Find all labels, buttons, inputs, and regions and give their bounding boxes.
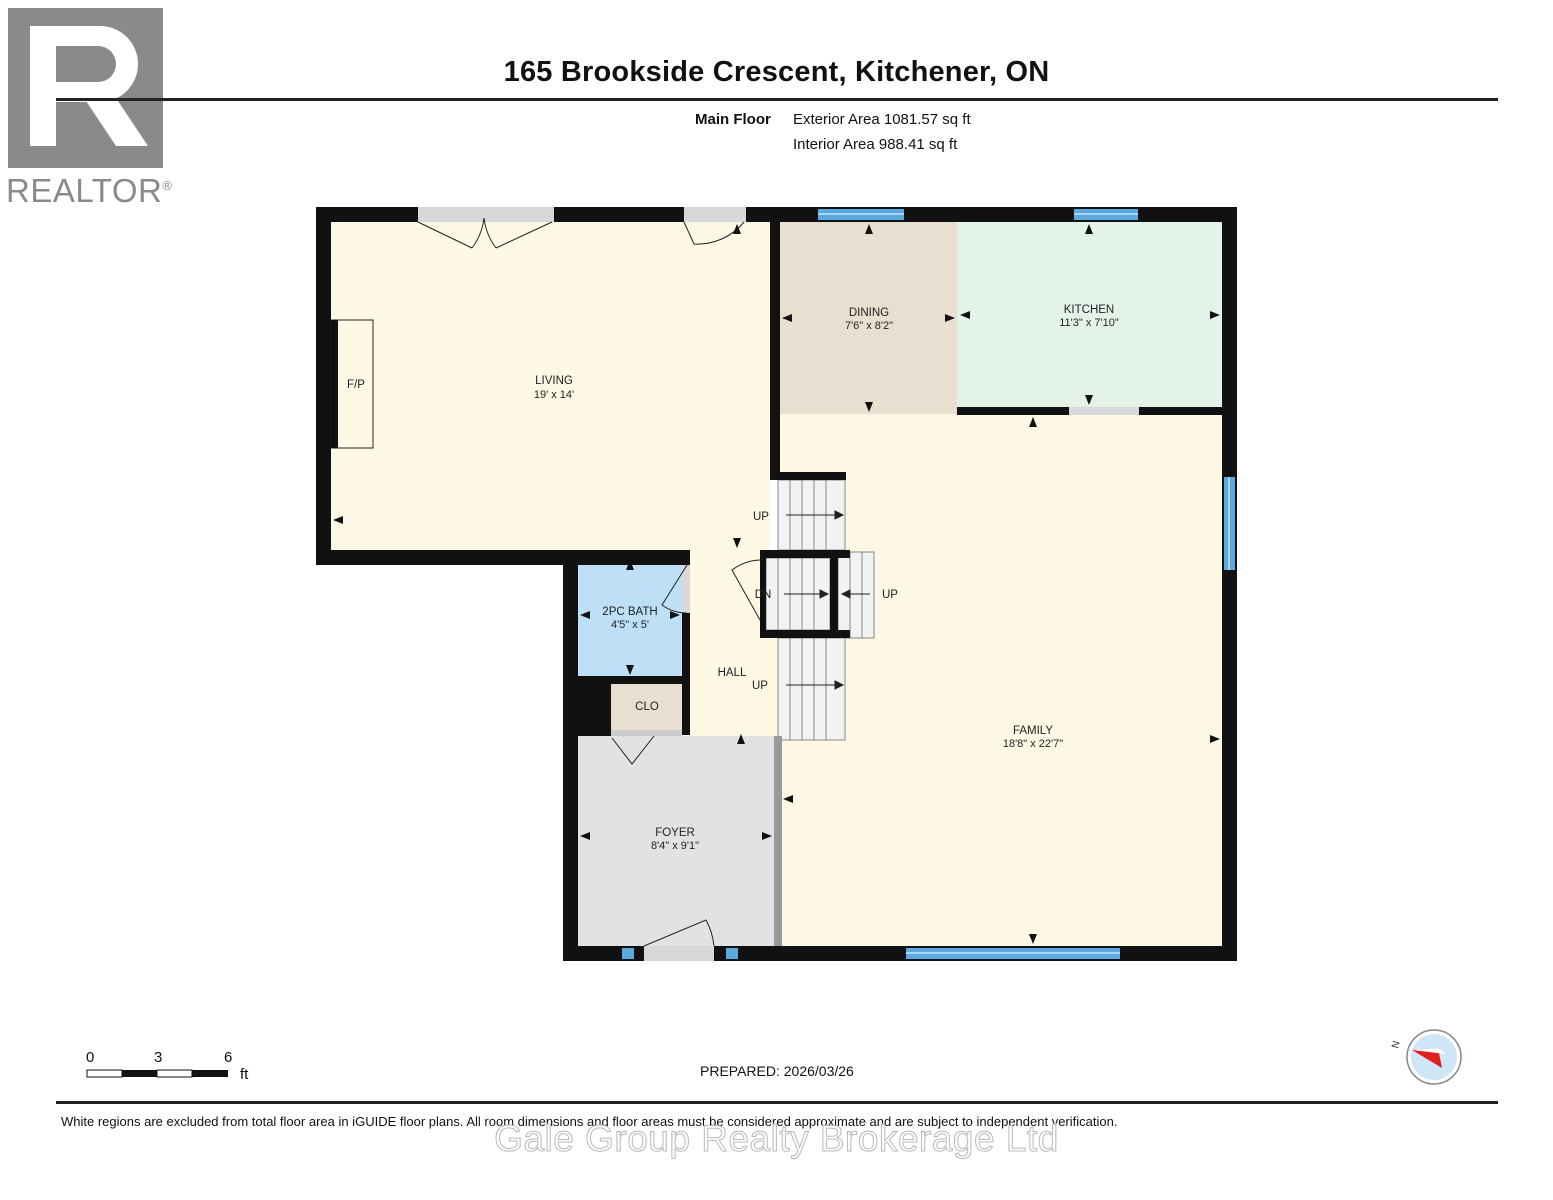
scale-unit: ft <box>240 1066 249 1083</box>
foyer-name: FOYER <box>655 827 695 839</box>
foyer-dims: 8'4" x 9'1" <box>651 840 699 852</box>
compass-icon: N <box>1390 1029 1462 1085</box>
page-title: 165 Brookside Crescent, Kitchener, ON <box>503 56 1050 88</box>
family-dims: 18'8" x 22'7" <box>1003 738 1063 750</box>
family-room-area <box>780 414 1222 946</box>
dining-room-area <box>780 221 957 414</box>
living-room-area <box>330 221 770 551</box>
foyer-area <box>578 736 774 946</box>
scale-bar <box>86 1069 228 1078</box>
closet-area <box>611 684 682 730</box>
prepared-date: PREPARED: 2026/03/26 <box>700 1063 854 1079</box>
header-rule <box>56 98 1498 101</box>
dining-name: DINING <box>849 307 889 319</box>
exterior-area: Exterior Area 1081.57 sq ft <box>793 111 971 128</box>
kitchen-area <box>957 221 1222 409</box>
living-dims: 19' x 14' <box>534 389 574 401</box>
fireplace-label: F/P <box>347 379 365 391</box>
floor-name: Main Floor <box>695 111 771 128</box>
floor-plan: LIVING 19' x 14' DINING 7'6" x 8'2" KITC… <box>316 207 1237 961</box>
stairs-up-label-2: UP <box>752 680 768 692</box>
doors <box>418 207 1139 961</box>
bath-name: 2PC BATH <box>602 606 657 618</box>
kitchen-dims: 11'3" x 7'10" <box>1059 317 1119 329</box>
kitchen-name: KITCHEN <box>1064 304 1114 316</box>
closet-name: CLO <box>635 701 659 713</box>
scale-tick-0: 0 <box>86 1049 95 1066</box>
disclaimer-text: White regions are excluded from total fl… <box>61 1114 1118 1129</box>
scale-tick-6: 6 <box>224 1049 233 1066</box>
bath-area <box>578 559 682 677</box>
dining-dims: 7'6" x 8'2" <box>845 320 893 332</box>
realtor-logo <box>8 8 163 168</box>
stairs-up-label-3: UP <box>882 589 898 601</box>
stairs-up-label-1: UP <box>753 511 769 523</box>
footer-rule <box>56 1101 1498 1104</box>
compass-letter: N <box>1390 1040 1402 1050</box>
interior-area: Interior Area 988.41 sq ft <box>793 136 958 153</box>
stairs-down-label: DN <box>755 589 772 601</box>
living-name: LIVING <box>535 375 573 387</box>
scale-tick-3: 3 <box>154 1049 163 1066</box>
family-name: FAMILY <box>1013 725 1053 737</box>
bath-dims: 4'5" x 5' <box>611 619 649 631</box>
dimension-arrows <box>333 224 1220 944</box>
hall-name: HALL <box>718 667 747 679</box>
watermark-text: Gale Group Realty Brokerage Ltd <box>494 1118 1059 1160</box>
realtor-wordmark: REALTOR® <box>6 172 173 209</box>
